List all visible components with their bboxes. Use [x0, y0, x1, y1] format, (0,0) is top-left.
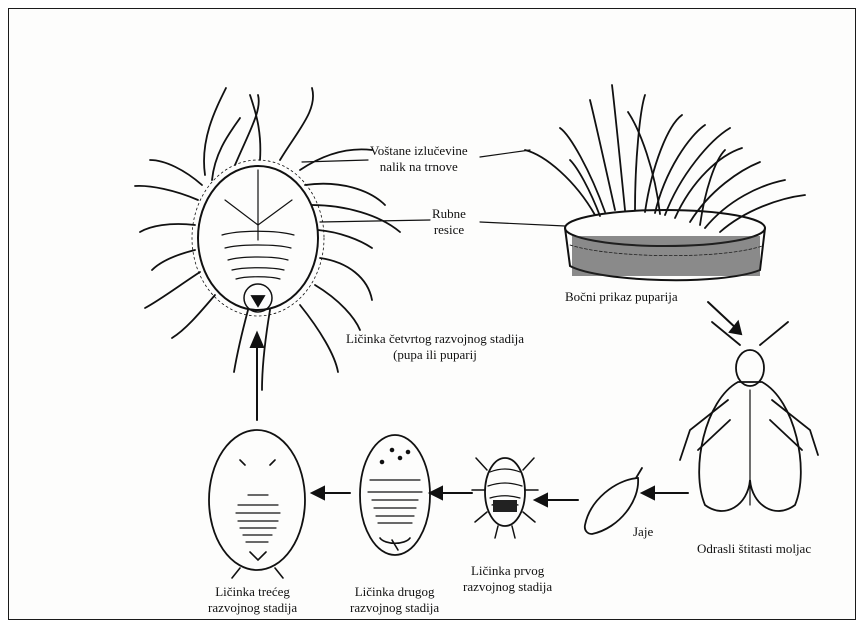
marginal-fringe-line2: resice: [432, 222, 466, 238]
arrow-third-to-fourth: [251, 333, 263, 420]
third-stage-line2: razvojnog stadija: [208, 600, 297, 616]
third-stage-label: Ličinka trećeg razvojnog stadija: [208, 584, 297, 616]
first-stage-larva-drawing: [472, 458, 538, 538]
puparium-side-view-drawing: [525, 85, 805, 280]
second-stage-larva-drawing: [360, 435, 430, 555]
arrow-second-to-third: [312, 487, 350, 499]
first-stage-line1: Ličinka prvog: [463, 563, 552, 579]
egg-label: Jaje: [633, 524, 653, 540]
adult-label: Odrasli štitasti moljac: [697, 541, 811, 557]
wax-secretions-line2: nalik na trnove: [370, 159, 468, 175]
second-stage-label: Ličinka drugog razvojnog stadija: [350, 584, 439, 616]
marginal-fringe-line1: Rubne: [432, 206, 466, 222]
fourth-stage-label: Ličinka četvrtog razvojnog stadija (pupa…: [346, 331, 524, 363]
third-stage-larva-drawing: [209, 430, 305, 578]
arrow-egg-to-first-stage: [535, 494, 578, 506]
second-stage-line2: razvojnog stadija: [350, 600, 439, 616]
side-view-label: Bočni prikaz puparija: [565, 289, 678, 305]
first-stage-label: Ličinka prvog razvojnog stadija: [463, 563, 552, 595]
first-stage-line2: razvojnog stadija: [463, 579, 552, 595]
fourth-stage-line2: (pupa ili puparij: [346, 347, 524, 363]
second-stage-line1: Ličinka drugog: [350, 584, 439, 600]
wax-secretions-line1: Voštane izlučevine: [370, 143, 468, 159]
wax-secretions-label: Voštane izlučevine nalik na trnove: [370, 143, 468, 175]
fourth-stage-line1: Ličinka četvrtog razvojnog stadija: [346, 331, 524, 347]
arrow-adult-to-egg: [642, 487, 688, 499]
arrow-puparium-to-adult: [708, 302, 741, 334]
adult-whitefly-drawing: [680, 322, 818, 511]
third-stage-line1: Ličinka trećeg: [208, 584, 297, 600]
marginal-fringe-label: Rubne resice: [432, 206, 466, 238]
arrow-first-to-second: [430, 487, 472, 499]
